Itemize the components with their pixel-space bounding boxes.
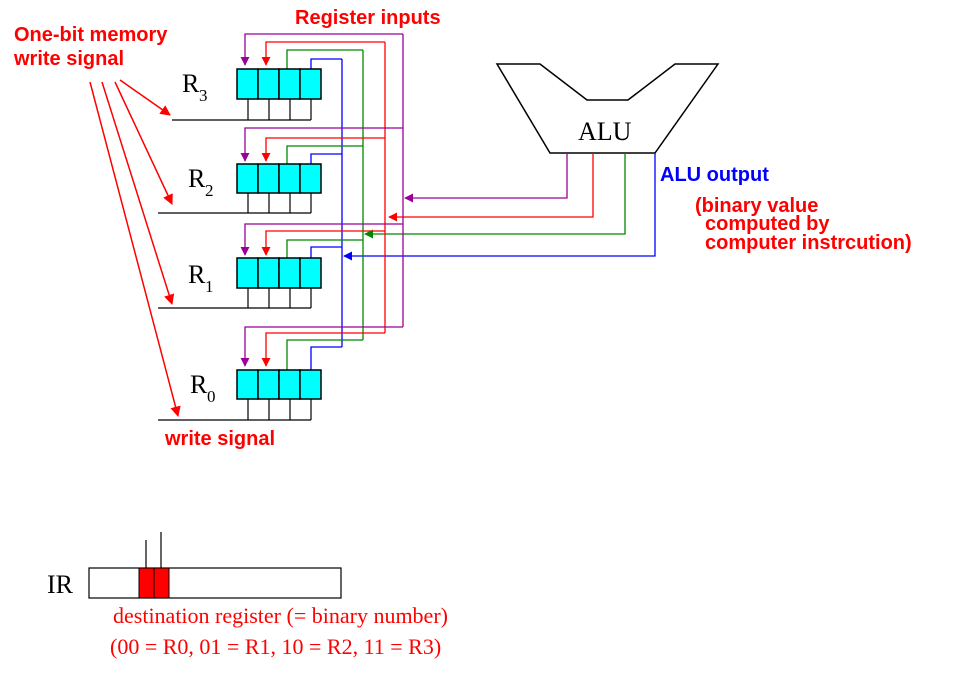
- write-arrow-r2: [114, 81, 173, 205]
- alu-out-bit0: [343, 153, 656, 261]
- r1-in-bit3: [240, 223, 403, 256]
- ir-label: IR: [47, 570, 74, 599]
- alu-note-line1: (binary value: [695, 195, 818, 217]
- r1-outputs: [247, 288, 312, 308]
- destination-register-encoding: (00 = R0, 01 = R1, 10 = R2, 11 = R3): [110, 634, 441, 659]
- r0-label-sub: 0: [207, 387, 216, 406]
- alu-label: ALU: [578, 117, 632, 146]
- register-r1: R 1: [158, 223, 403, 309]
- r0-in-bit0: [310, 346, 342, 370]
- alu-note-line3: computer instrcution): [705, 232, 912, 254]
- r1-in-bit0: [310, 246, 342, 258]
- write-arrow-r0: [89, 81, 181, 418]
- ir-dest-bit0: [153, 567, 170, 599]
- r2-in-bit2: [261, 137, 385, 162]
- r0-in-bit1: [286, 339, 363, 370]
- r0-label: R: [190, 370, 208, 399]
- r0-in-bit2: [261, 332, 385, 367]
- r2-in-bit1: [286, 145, 363, 164]
- alu-shape: [495, 63, 720, 154]
- r0-cell-3: [236, 369, 259, 400]
- r3-label-sub: 3: [199, 86, 208, 105]
- instruction-register: IR: [47, 532, 342, 599]
- r1-label: R: [188, 260, 206, 289]
- write-signal-label: write signal: [164, 428, 275, 450]
- alu-out-bit3: [404, 153, 568, 203]
- r3-outputs: [247, 99, 312, 120]
- r0-cell-1: [278, 369, 301, 400]
- alu-note-line2: computed by: [705, 213, 830, 235]
- r2-cell-2: [257, 163, 280, 194]
- alu-output-label: ALU output: [660, 164, 769, 186]
- alu-output-wires: [343, 153, 656, 261]
- r3-in-bit3: [240, 33, 403, 66]
- r1-label-sub: 1: [205, 277, 214, 296]
- r1-cell-3: [236, 257, 259, 289]
- r1-in-bit1: [286, 239, 363, 258]
- register-r2: R 2: [158, 127, 403, 214]
- r3-label: R: [182, 69, 200, 98]
- r3-cell-0: [299, 68, 322, 100]
- r3-cell-1: [278, 68, 301, 100]
- alu-out-bit2: [388, 153, 594, 222]
- r1-cell-0: [299, 257, 322, 289]
- r2-cell-0: [299, 163, 322, 194]
- r1-in-bit2: [261, 230, 385, 256]
- ir-dest-bit1: [138, 567, 155, 599]
- register-inputs-label: Register inputs: [295, 7, 441, 29]
- r2-cell-1: [278, 163, 301, 194]
- write-arrow-r3: [119, 79, 171, 116]
- r1-cell-1: [278, 257, 301, 289]
- write-signal-arrows: [89, 79, 181, 418]
- write-arrow-r1: [101, 81, 175, 306]
- r3-cell-2: [257, 68, 280, 100]
- r2-label-sub: 2: [205, 181, 214, 200]
- register-r3: R 3: [172, 33, 403, 121]
- r0-cell-0: [299, 369, 322, 400]
- write-signal-label-top: write signal: [13, 48, 124, 70]
- ir-box: [88, 567, 342, 599]
- r2-label: R: [188, 164, 206, 193]
- r2-in-bit3: [240, 127, 403, 162]
- register-r0: R 0: [158, 326, 403, 421]
- r2-cell-3: [236, 163, 259, 194]
- bus-lines: [341, 34, 404, 347]
- r1-cell-2: [257, 257, 280, 289]
- alu-out-bit1: [364, 153, 626, 239]
- one-bit-memory-label: One-bit memory: [14, 24, 168, 46]
- r3-in-bit1: [286, 49, 363, 69]
- r0-in-bit3: [240, 326, 403, 367]
- r0-cell-2: [257, 369, 280, 400]
- destination-register-label: destination register (= binary number): [113, 603, 448, 628]
- r0-outputs: [247, 399, 312, 420]
- r2-in-bit0: [310, 153, 342, 164]
- r3-in-bit2: [261, 41, 385, 66]
- r3-cell-3: [236, 68, 259, 100]
- r3-in-bit0: [310, 58, 342, 69]
- r2-outputs: [247, 193, 312, 213]
